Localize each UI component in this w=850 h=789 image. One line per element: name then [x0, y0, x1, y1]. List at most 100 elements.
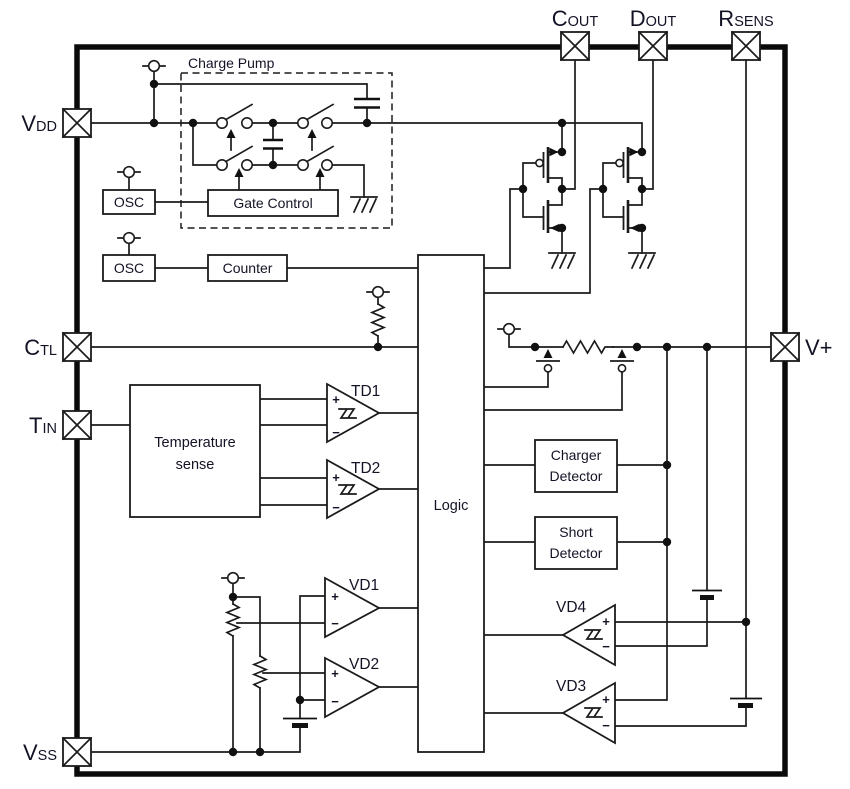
comparator-vd2: + − VD2 — [324, 656, 381, 719]
pump-capacitor-icon — [354, 97, 380, 109]
oscillator-top: OSC — [102, 165, 156, 215]
ctl-pullup — [366, 285, 390, 338]
nmos-icon — [542, 200, 560, 233]
vd3-label: VD3 — [556, 678, 586, 695]
pin-x-icon — [730, 30, 762, 62]
resistor-icon — [561, 339, 614, 355]
driver-control-wires — [483, 59, 654, 294]
pin-rsens: RSENS — [718, 6, 774, 62]
charge-pump: Charge Pump — [142, 55, 393, 229]
temperature-sense-label-line2: sense — [176, 457, 215, 473]
comparator-vd1: + − VD1 — [324, 576, 381, 639]
pin-x-icon — [769, 331, 801, 363]
logic: Logic — [417, 254, 485, 753]
switch-icon — [296, 103, 335, 130]
minus-sign: − — [602, 718, 610, 733]
counter: Counter — [207, 254, 288, 282]
control-terminal-icon — [142, 59, 166, 73]
comparator-td1: + − TD1 — [326, 382, 381, 444]
flying-capacitor-icon — [263, 138, 283, 150]
pin-dout: DOUT — [630, 6, 677, 62]
reference-battery-icon — [283, 717, 317, 728]
vd1-label: VD1 — [349, 577, 379, 594]
comparator-triangle — [326, 382, 381, 444]
comparator-vd4: + − VD4 — [556, 599, 616, 667]
oscillator-bottom: OSC — [102, 231, 156, 282]
vd4-label: VD4 — [556, 599, 587, 616]
comparator-triangle — [326, 458, 381, 520]
charger-detector-block — [534, 439, 618, 493]
pass-fet-icon — [536, 349, 560, 373]
pin-tin-label: TIN — [29, 413, 57, 438]
pin-ctl: CTL — [24, 331, 93, 363]
pin-tin: TIN — [29, 409, 93, 441]
pin-x-icon — [61, 736, 93, 768]
cout-driver — [522, 122, 576, 270]
hysteresis-icon — [584, 629, 603, 640]
pin-vplus-label: V+ — [805, 335, 833, 360]
dout-driver — [602, 147, 656, 270]
pass-fet-icon — [610, 349, 634, 373]
control-terminal-icon — [117, 231, 141, 245]
ground-icon — [628, 252, 656, 270]
gate-drive-arrow-icon — [226, 129, 325, 191]
temperature-sense: Temperature sense — [129, 384, 261, 518]
osc-label: OSC — [114, 260, 144, 276]
switch-icon — [216, 145, 254, 172]
pin-dout-label: DOUT — [630, 6, 677, 31]
gate-control-label: Gate Control — [233, 195, 312, 211]
pin-x-icon — [61, 331, 93, 363]
junction-dots — [149, 79, 751, 757]
plus-sign: + — [331, 666, 339, 681]
td1-label: TD1 — [351, 383, 380, 400]
minus-sign: − — [332, 500, 340, 515]
charger-detector-label-line1: Charger — [551, 447, 602, 463]
vplus-rail-wires — [483, 333, 772, 411]
control-terminal-icon — [497, 322, 521, 336]
short-detector-block — [534, 516, 618, 570]
logic-label: Logic — [434, 498, 469, 514]
hysteresis-icon — [338, 484, 357, 495]
comparator-vd3: + − VD3 — [556, 678, 616, 745]
resistor-icon — [251, 654, 269, 690]
vplus-pass-transistors — [497, 322, 634, 373]
comparator-triangle — [324, 576, 381, 639]
resistor-icon — [224, 602, 242, 638]
pin-x-icon — [637, 30, 669, 62]
reference-battery-icon — [692, 589, 722, 600]
vd2-label: VD2 — [349, 656, 379, 673]
switch-icon — [296, 145, 335, 172]
td2-label: TD2 — [351, 460, 380, 477]
hysteresis-icon — [338, 408, 357, 419]
minus-sign: − — [602, 639, 610, 654]
reference-battery-icon — [730, 697, 762, 708]
detector-wires — [483, 59, 747, 727]
plus-sign: + — [602, 692, 610, 707]
short-detector-label-line2: Detector — [550, 545, 603, 561]
charge-pump-label: Charge Pump — [188, 55, 275, 71]
pmos-icon — [615, 147, 639, 183]
hysteresis-icon — [584, 707, 603, 718]
pin-cout: COUT — [552, 6, 598, 62]
counter-label: Counter — [223, 260, 273, 276]
charger-detector-label-line2: Detector — [550, 468, 603, 484]
osc-block — [102, 254, 156, 282]
charge-pump-dashed-box — [180, 72, 393, 229]
minus-sign: − — [331, 616, 339, 631]
counter-block — [207, 254, 288, 282]
charger-detector: Charger Detector — [534, 439, 618, 493]
nmos-icon — [622, 200, 640, 233]
temperature-sense-block — [129, 384, 261, 518]
vd-divider-network — [221, 571, 317, 728]
short-detector: Short Detector — [534, 516, 618, 570]
ground-icon — [350, 196, 378, 214]
plus-sign: + — [331, 589, 339, 604]
pin-x-icon — [61, 107, 93, 139]
comparator-td2: + − TD2 — [326, 458, 381, 520]
logic-block — [417, 254, 485, 753]
osc-label: OSC — [114, 194, 144, 210]
pin-vdd-label: VDD — [21, 111, 57, 136]
minus-sign: − — [332, 425, 340, 440]
ground-icon — [548, 252, 576, 270]
pin-vss-label: VSS — [23, 740, 57, 765]
